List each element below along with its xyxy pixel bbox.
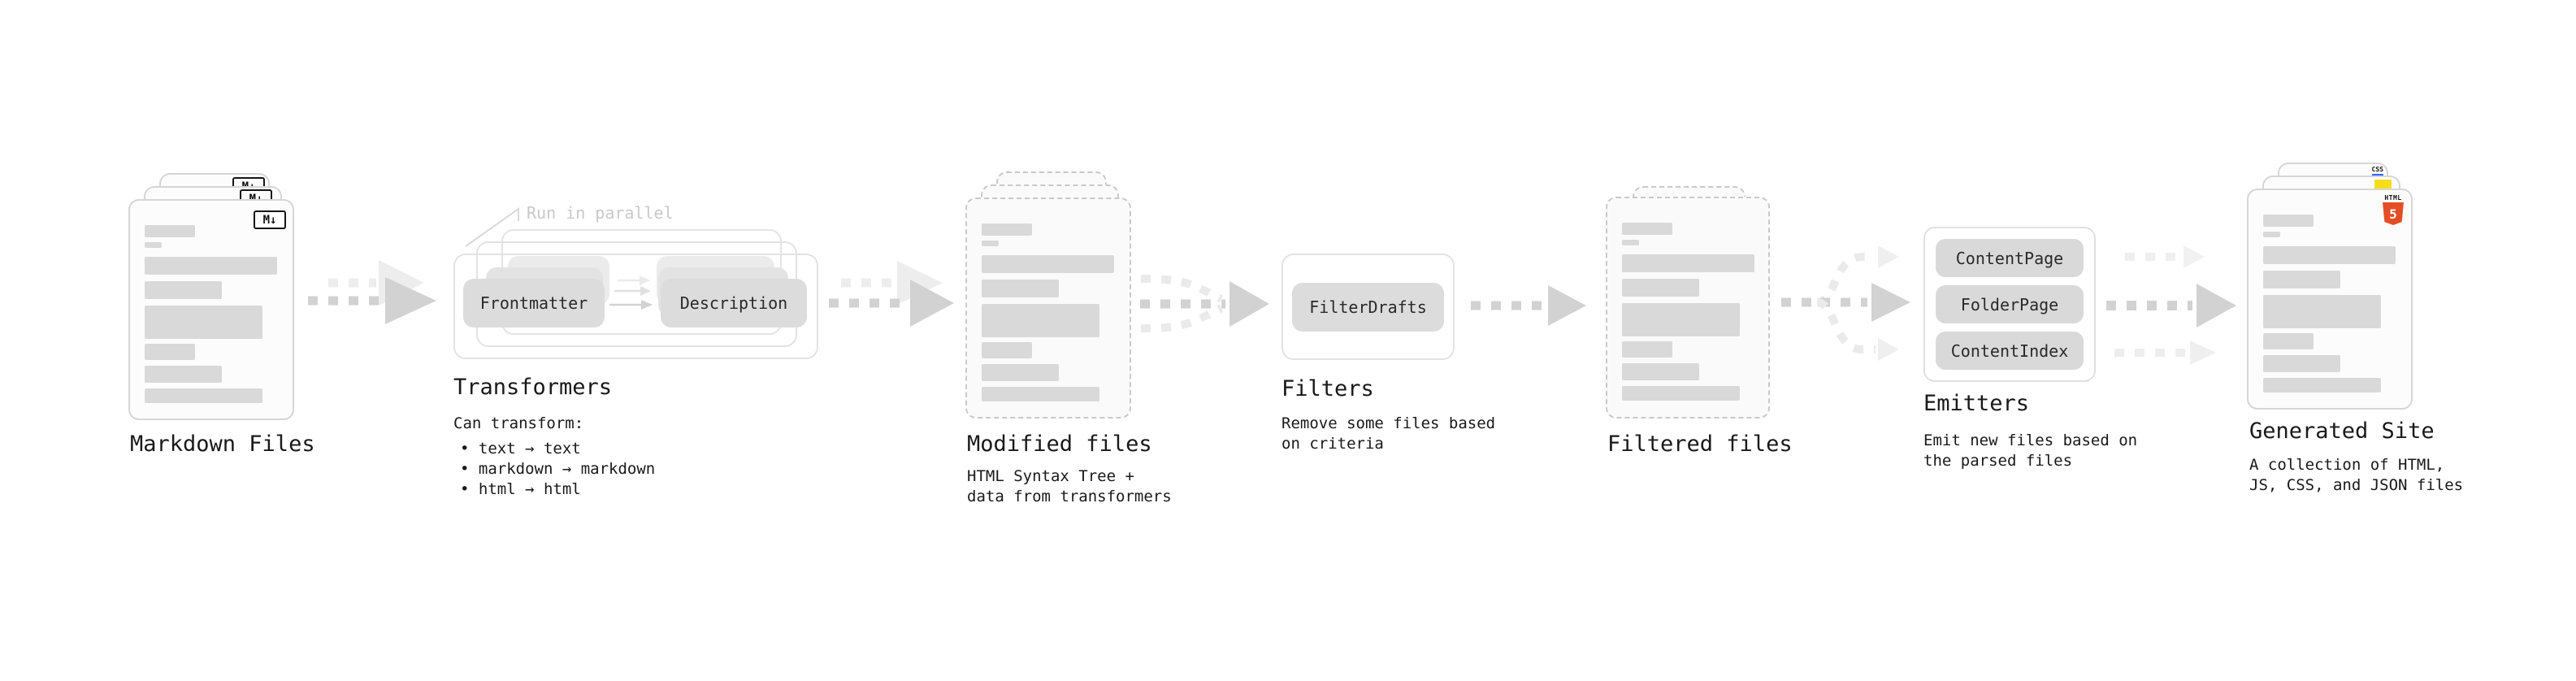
text-line-placeholder [1622,363,1699,380]
contentindex-pill: ContentIndex [1936,332,2084,370]
filters-title: Filters [1281,376,1374,401]
text-line-placeholder [145,388,262,403]
text-line-placeholder [2263,333,2314,349]
text-line-placeholder [2263,271,2340,288]
html5-badge: HTML 5 [2382,194,2405,225]
text-line-placeholder [145,281,222,299]
text-line-placeholder [145,306,262,339]
css-badge-label: CSS [2371,166,2383,173]
text-line-placeholder [145,225,195,237]
arrow-markdown-to-transformers [308,260,436,324]
emitters-title: Emitters [1923,391,2030,416]
text-line-placeholder [1622,240,1639,245]
generated-site-stack: CSS HTML 5 [2247,163,2444,410]
arrow-modified-to-filters [1140,275,1269,332]
note-line: on criteria [1281,435,1384,453]
note-line: JS, CSS, and JSON files [2249,476,2464,494]
note-line: Emit new files based on [1923,432,2138,449]
filterdrafts-pill: FilterDrafts [1292,282,1444,332]
text-line-placeholder [982,280,1059,297]
text-line-placeholder [145,257,277,275]
text-line-placeholder [982,223,1032,236]
text-line-placeholder [2263,378,2381,393]
description-pill: Description [661,279,807,327]
text-line-placeholder [145,242,162,248]
transformer-frame [453,254,818,359]
text-line-placeholder [2263,355,2340,372]
text-line-placeholder [982,387,1099,401]
modified-files-stack [965,171,1136,419]
emitters-notes: Emit new files based on the parsed files [1923,431,2137,471]
text-line-placeholder [2263,232,2280,237]
arrow-emitters-to-generated [2106,245,2236,365]
markdown-files-label: Markdown Files [130,432,315,457]
arrow-filtered-to-emitters [1781,245,1910,361]
text-line-placeholder [1622,254,1754,272]
note-line: • html → html [460,480,581,498]
note-line: HTML Syntax Tree + [967,467,1134,485]
text-line-placeholder [1622,279,1699,297]
filtered-files-stack [1606,186,1775,420]
filters-notes: Remove some files based on criteria [1281,414,1495,454]
text-line-placeholder [2263,246,2396,264]
text-line-placeholder [982,342,1032,358]
modified-files-title: Modified files [967,432,1152,457]
text-line-placeholder [982,304,1099,337]
file-card: M↓ [128,199,294,420]
css-badge-underline [2371,174,2383,176]
note-line: • text → text [460,440,581,458]
text-line-placeholder [982,255,1114,273]
text-line-placeholder [2263,215,2314,227]
html5-badge-label: HTML [2384,194,2402,202]
filtered-files-label: Filtered files [1607,432,1793,457]
note-line: Can transform: [453,414,584,432]
markdown-badge: M↓ [254,210,286,229]
css-badge: CSS [2371,166,2383,176]
text-line-placeholder [1622,341,1672,358]
text-line-placeholder [1622,303,1740,336]
arrow-transformers-to-modified [829,261,954,327]
frontmatter-pill: Frontmatter [463,279,605,327]
note-line: the parsed files [1923,452,2073,470]
text-line-placeholder [1622,386,1740,401]
transformers-notes: Can transform: • text → text • markdown … [453,414,655,500]
text-line-placeholder [145,344,195,360]
arrow-frontmatter-to-description [609,275,653,310]
html5-badge-shield: 5 [2383,202,2404,225]
file-card [1606,197,1770,419]
text-line-placeholder [982,241,999,246]
folderpage-pill: FolderPage [1936,285,2084,323]
contentpage-pill: ContentPage [1936,239,2084,277]
note-line: Remove some files based [1281,414,1496,432]
run-in-parallel-leader-line [465,207,519,247]
generated-site-title: Generated Site [2249,419,2435,444]
modified-files-notes: HTML Syntax Tree + data from transformer… [967,466,1172,507]
text-line-placeholder [145,366,222,383]
arrow-filters-to-filtered [1471,285,1586,326]
transformers-group: Frontmatter Description [453,229,835,359]
file-card [965,197,1131,419]
note-line: data from transformers [967,488,1172,505]
filters-frame: FilterDrafts [1281,254,1455,360]
file-card: HTML 5 [2247,189,2413,410]
emitters-frame: ContentPage FolderPage ContentIndex [1923,227,2096,382]
text-line-placeholder [2263,295,2381,328]
text-line-placeholder [982,364,1059,381]
markdown-files-stack: M↓ M↓ M↓ [128,173,325,420]
note-line: A collection of HTML, [2249,456,2445,474]
text-line-placeholder [1622,223,1672,235]
note-line: • markdown → markdown [460,460,656,478]
transformers-title: Transformers [453,375,613,400]
js-badge [2374,180,2392,189]
run-in-parallel-label: Run in parallel [527,203,674,223]
generated-site-notes: A collection of HTML, JS, CSS, and JSON … [2249,455,2463,496]
